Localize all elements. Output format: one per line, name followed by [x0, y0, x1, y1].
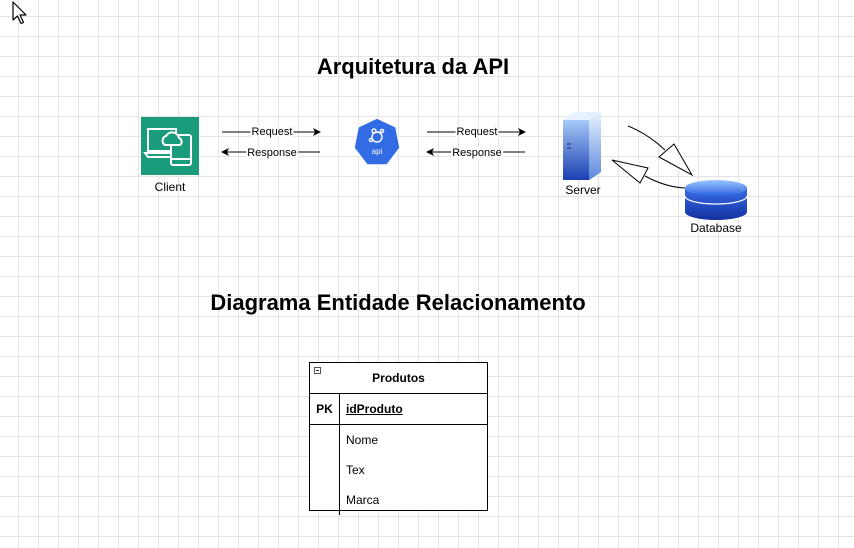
server-icon — [563, 112, 601, 180]
field-name: Tex — [346, 463, 365, 477]
entity-produtos[interactable]: Produtos PK idProduto Nome Tex Marca — [309, 362, 488, 515]
client-device-icon — [141, 117, 199, 175]
collapse-icon[interactable] — [314, 367, 321, 374]
database-node[interactable] — [684, 179, 748, 221]
request-label-1: Request — [250, 126, 294, 138]
api-icon-text: api — [372, 147, 383, 156]
pk-label: PK — [310, 394, 340, 424]
field-row[interactable]: Nome — [310, 425, 487, 455]
response-label-1: Response — [246, 147, 298, 159]
field-name: Nome — [346, 433, 379, 447]
entity-header[interactable]: Produtos — [310, 363, 487, 394]
database-to-server-arrow[interactable] — [611, 159, 686, 189]
field-row[interactable]: Marca — [310, 485, 487, 515]
client-label: Client — [154, 180, 186, 194]
client-node[interactable] — [141, 117, 199, 175]
architecture-title: Arquitetura da API — [316, 54, 510, 79]
api-node[interactable]: api — [352, 117, 402, 167]
key-cell — [310, 455, 340, 485]
database-label: Database — [690, 221, 742, 235]
key-cell — [310, 485, 340, 515]
response-label-2: Response — [451, 147, 503, 159]
field-row[interactable]: Tex — [310, 455, 487, 485]
server-label: Server — [565, 183, 601, 197]
pk-field: idProduto — [346, 402, 403, 416]
er-diagram-title: Diagrama Entidade Relacionamento — [210, 290, 586, 315]
pk-row[interactable]: PK idProduto — [310, 394, 487, 425]
server-node[interactable] — [561, 110, 605, 182]
request-label-2: Request — [455, 126, 499, 138]
entity-name: Produtos — [372, 371, 425, 385]
mouse-cursor-icon — [12, 1, 27, 25]
server-to-database-arrow[interactable] — [627, 125, 694, 177]
database-icon — [684, 180, 748, 220]
api-icon: api — [353, 117, 401, 166]
key-cell — [310, 425, 340, 455]
field-name: Marca — [346, 493, 380, 507]
